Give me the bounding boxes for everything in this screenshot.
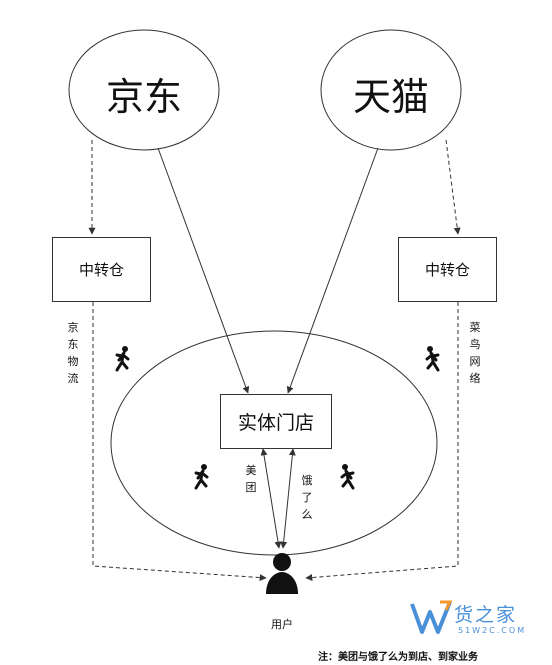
edge-tmall-transfer [445,139,461,235]
transfer-warehouse-left-label: 中转仓 [78,261,124,279]
tmall-label: 天猫 [352,75,429,119]
transfer-warehouse-right-label: 中转仓 [424,261,470,279]
eleme-label: 饿了么 [301,474,313,521]
physical-store-label: 实体门店 [237,412,314,434]
physical-store: 实体门店 [220,394,332,449]
watermark-site: 51W2C.COM [458,626,527,635]
meituan-label: 美团 [245,464,257,494]
runner-icon-4 [340,464,355,490]
jd-logistics-label: 京东物流 [67,321,79,385]
tmall-ellipse [320,29,462,151]
watermark-brand: 货之家 [454,604,518,626]
jd-ellipse [68,29,220,151]
store-area-ellipse [110,330,438,556]
edge-left-transfer-user [92,302,267,582]
runner-icon-1 [115,346,130,372]
user-icon [266,553,298,594]
transfer-warehouse-right: 中转仓 [398,237,497,302]
jd-label: 京东 [105,75,182,119]
transfer-warehouse-left: 中转仓 [52,237,151,302]
cainiao-label: 菜鸟网络 [469,321,481,385]
footnote: 注：美团与饿了么为到店、到家业务 [318,652,478,663]
watermark-w-mark [410,600,453,634]
edge-store-user-meituan [260,448,282,549]
user-label: 用户 [271,618,293,631]
edge-tmall-store [286,147,379,394]
runner-icon-2 [425,346,440,372]
watermark-logo: 货之家 51W2C.COM [410,598,550,642]
runner-icon-3 [194,464,209,490]
edge-jd-store [157,147,250,394]
edge-right-transfer-user [305,302,459,581]
edge-store-user-eleme [280,448,296,549]
